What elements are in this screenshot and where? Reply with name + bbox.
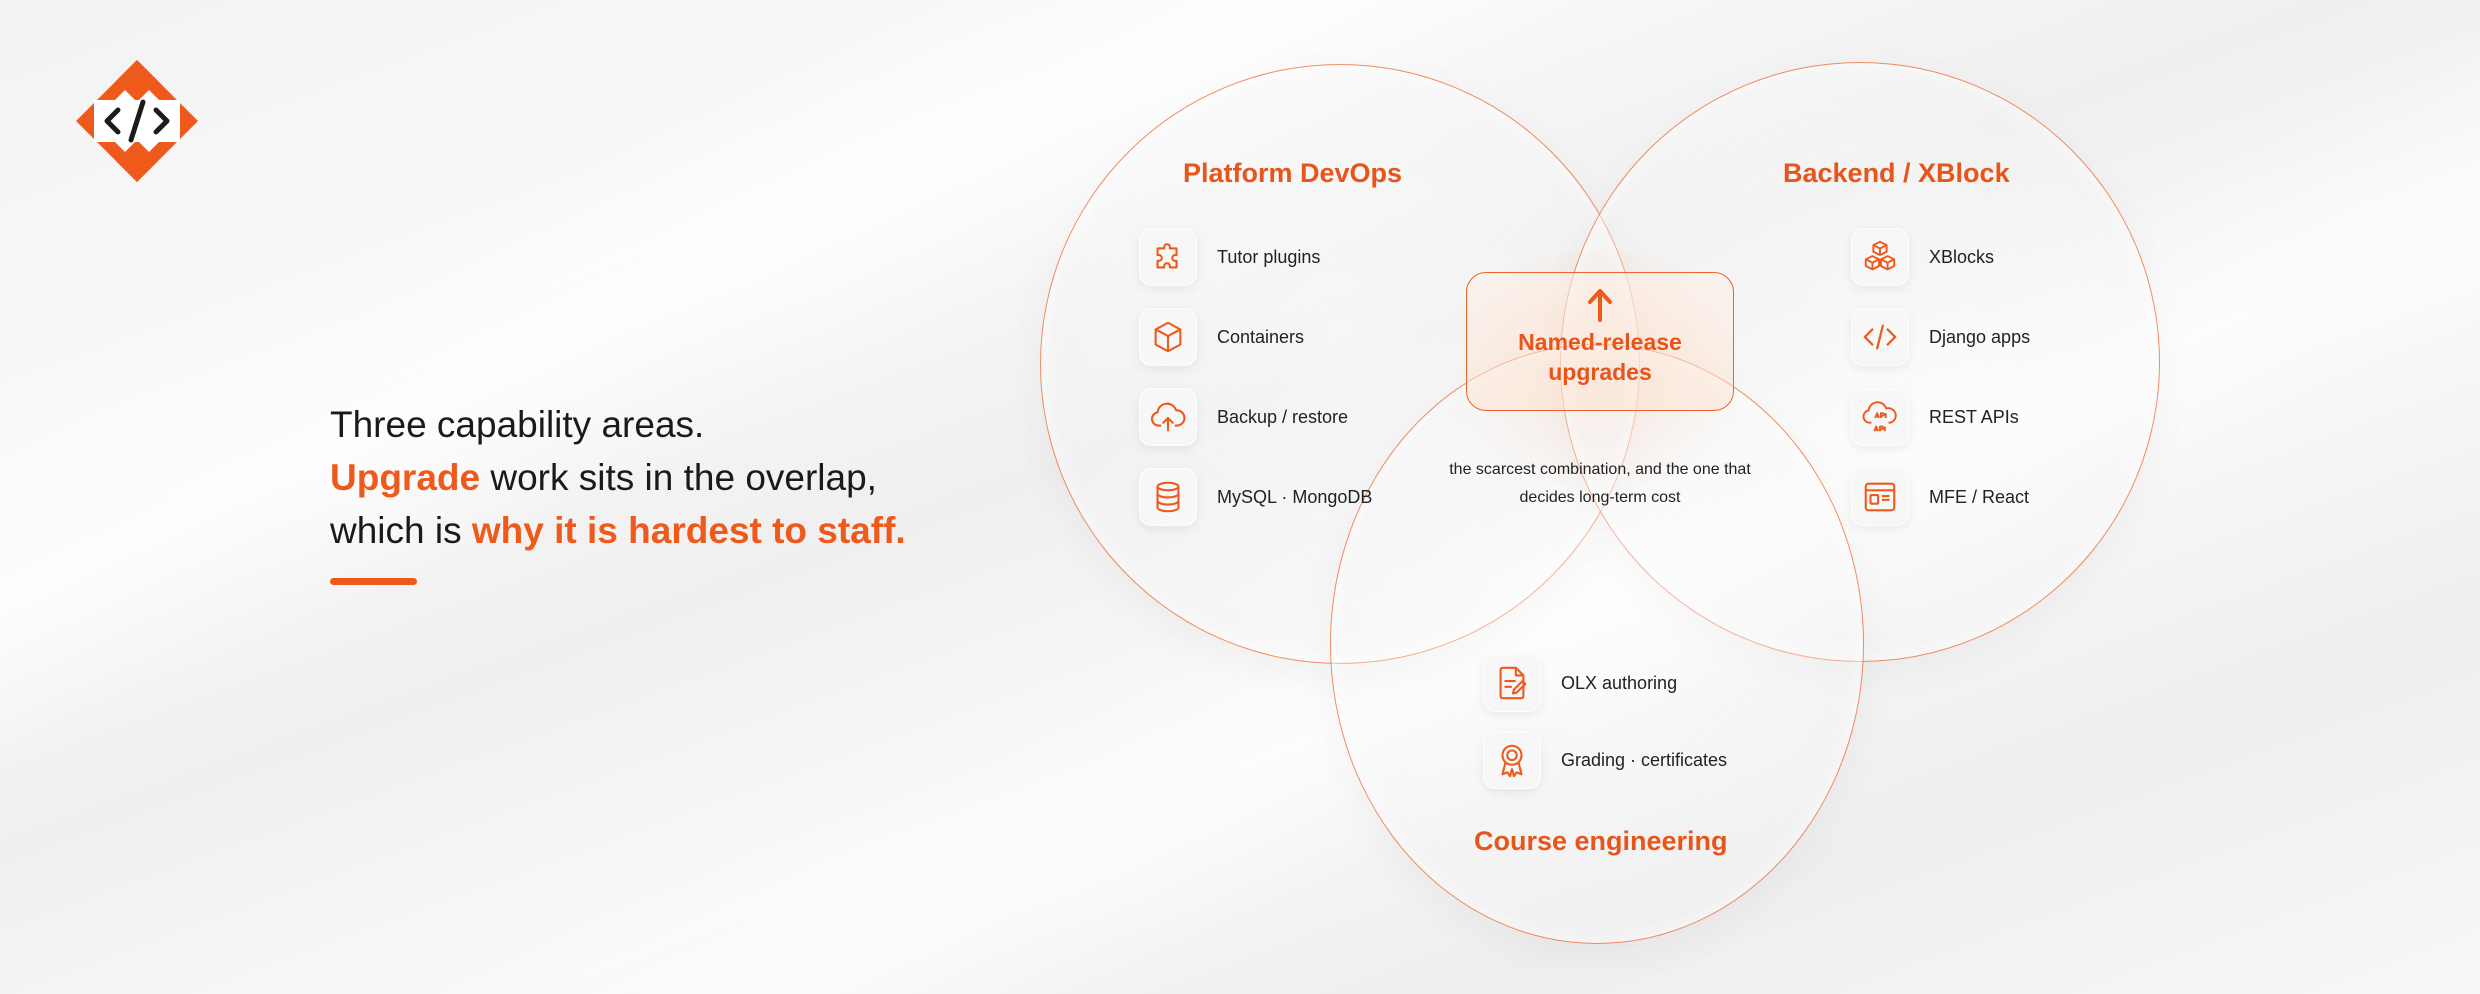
list-item-xblocks: XBlocks bbox=[1851, 226, 1994, 288]
list-item-rest-apis: REST APIs bbox=[1851, 386, 2019, 448]
list-item-mysql-mongodb: MySQL · MongoDB bbox=[1139, 466, 1372, 528]
list-item-containers: Containers bbox=[1139, 306, 1304, 368]
browser-window-icon bbox=[1851, 468, 1909, 526]
list-item-django-apps: Django apps bbox=[1851, 306, 2030, 368]
database-icon bbox=[1139, 468, 1197, 526]
puzzle-icon bbox=[1139, 228, 1197, 286]
headline-line-2: Upgrade work sits in the overlap, bbox=[330, 451, 906, 504]
overlap-note: the scarcest combination, and the one th… bbox=[1449, 461, 1751, 506]
accent-underline bbox=[330, 578, 417, 585]
headline-accent-upgrade: Upgrade bbox=[330, 457, 481, 498]
item-label: Containers bbox=[1217, 326, 1305, 347]
list-item-backup-restore: Backup / restore bbox=[1139, 386, 1348, 448]
item-label: MySQL · MongoDB bbox=[1217, 486, 1373, 507]
award-badge-icon bbox=[1483, 731, 1541, 789]
code-diamond-logo bbox=[76, 60, 198, 182]
item-label: Tutor plugins bbox=[1217, 246, 1321, 267]
list-item-mfe-react: MFE / React bbox=[1851, 466, 2029, 528]
item-label: Grading · certificates bbox=[1561, 749, 1728, 770]
center-label: Named-release upgrades bbox=[1518, 329, 1682, 385]
area-title-course: Course engineering bbox=[1474, 826, 1728, 856]
blocks-icon bbox=[1851, 228, 1909, 286]
headline-line-3-prefix: which is bbox=[330, 510, 472, 551]
code-icon bbox=[1851, 308, 1909, 366]
area-title-backend: Backend / XBlock bbox=[1783, 158, 2010, 188]
headline-accent-staff: why it is hardest to staff. bbox=[471, 510, 906, 551]
item-label: MFE / React bbox=[1929, 486, 2030, 507]
list-item-olx-authoring: OLX authoring bbox=[1483, 652, 1677, 714]
circle-course-engineering bbox=[1330, 344, 1864, 944]
headline-line-1: Three capability areas. bbox=[330, 404, 705, 445]
item-label: REST APIs bbox=[1929, 406, 2019, 427]
api-cloud-icon bbox=[1851, 388, 1909, 446]
center-overlap-box: Named-release upgrades bbox=[1466, 272, 1734, 411]
list-item-tutor-plugins: Tutor plugins bbox=[1139, 226, 1320, 288]
item-label: Django apps bbox=[1929, 326, 2031, 347]
item-label: OLX authoring bbox=[1561, 672, 1678, 693]
item-label: Backup / restore bbox=[1217, 406, 1349, 427]
headline-line-2-rest: work sits in the overlap, bbox=[480, 457, 877, 498]
cloud-upload-icon bbox=[1139, 388, 1197, 446]
list-item-grading-certificates: Grading · certificates bbox=[1483, 729, 1727, 791]
headline: Three capability areas. Upgrade work sit… bbox=[330, 398, 906, 557]
item-label: XBlocks bbox=[1929, 246, 1995, 267]
headline-line-3: which is why it is hardest to staff. bbox=[330, 504, 906, 557]
document-edit-icon bbox=[1483, 654, 1541, 712]
cube-icon bbox=[1139, 308, 1197, 366]
arrow-up-icon bbox=[1588, 289, 1612, 322]
area-title-platform: Platform DevOps bbox=[1183, 158, 1403, 188]
